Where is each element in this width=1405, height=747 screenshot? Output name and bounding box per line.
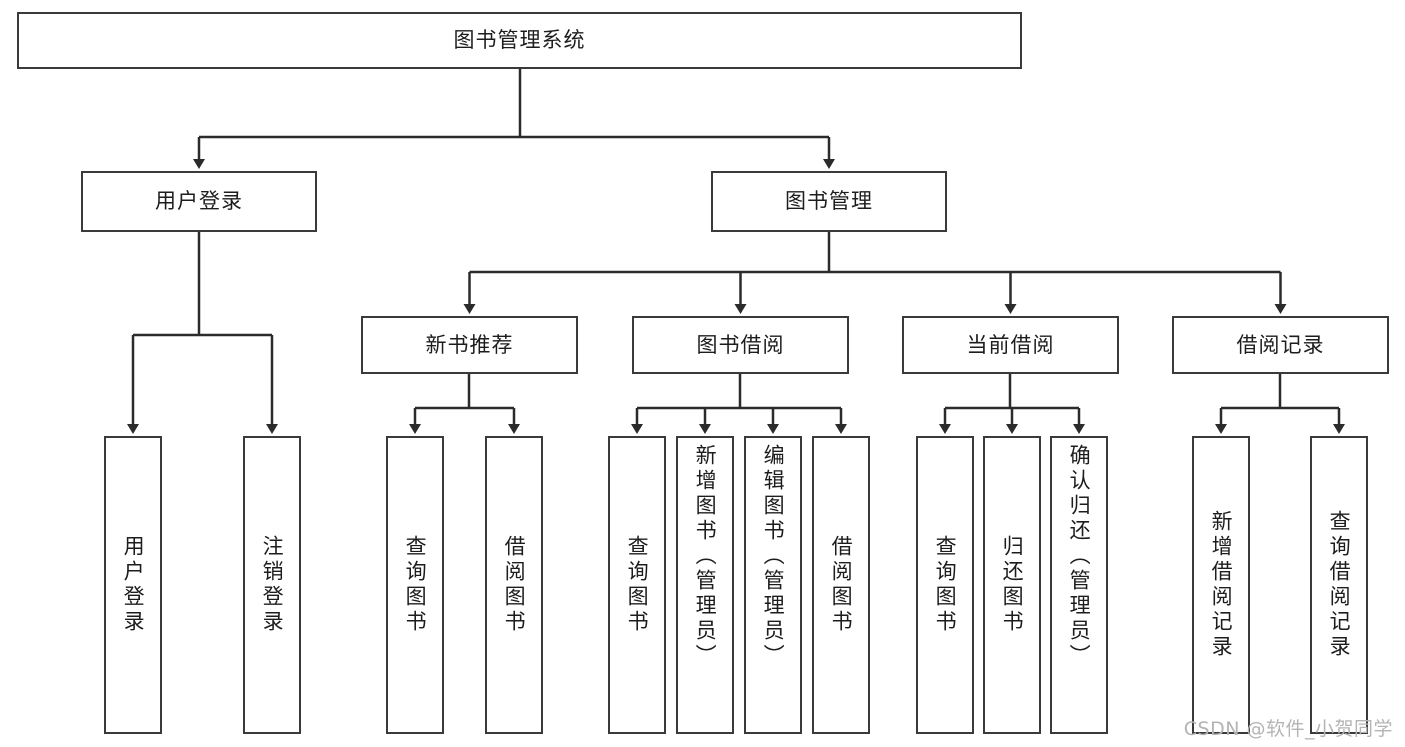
node-book-borrow[interactable]: 图书借阅	[632, 316, 849, 374]
node-label-leaf-borrow-book-2: 借阅图书	[829, 535, 854, 635]
node-leaf-borrow-book-2[interactable]: 借阅图书	[812, 436, 870, 734]
node-user-login[interactable]: 用户登录	[81, 171, 317, 232]
node-leaf-add-borrow-record[interactable]: 新增借阅记录	[1192, 436, 1250, 734]
node-leaf-query-book-1[interactable]: 查询图书	[386, 436, 444, 734]
node-label-leaf-return-book: 归还图书	[1000, 535, 1025, 635]
node-leaf-logout[interactable]: 注销登录	[243, 436, 301, 734]
node-leaf-return-book[interactable]: 归还图书	[983, 436, 1041, 734]
node-label-leaf-query-book-3: 查询图书	[933, 535, 958, 635]
node-borrow-record[interactable]: 借阅记录	[1172, 316, 1389, 374]
node-label-current-borrow: 当前借阅	[966, 332, 1055, 357]
node-book-manage[interactable]: 图书管理	[711, 171, 947, 232]
node-leaf-query-book-2[interactable]: 查询图书	[608, 436, 666, 734]
node-leaf-query-borrow-record[interactable]: 查询借阅记录	[1310, 436, 1368, 734]
node-label-leaf-query-book-1: 查询图书	[403, 535, 428, 635]
node-label-leaf-query-borrow-record: 查询借阅记录	[1327, 510, 1352, 660]
node-leaf-borrow-book-1[interactable]: 借阅图书	[485, 436, 543, 734]
node-root[interactable]: 图书管理系统	[17, 12, 1022, 69]
node-label-user-login: 用户登录	[155, 189, 243, 214]
node-leaf-query-book-3[interactable]: 查询图书	[916, 436, 974, 734]
node-leaf-add-book-admin[interactable]: 新增图书（管理员）	[676, 436, 734, 734]
node-leaf-edit-book-admin[interactable]: 编辑图书（管理员）	[744, 436, 802, 734]
watermark-text: CSDN @软件_小贺同学	[1183, 718, 1393, 740]
node-leaf-confirm-return[interactable]: 确认归还（管理员）	[1050, 436, 1108, 734]
node-label-leaf-borrow-book-1: 借阅图书	[502, 535, 527, 635]
node-label-book-borrow: 图书借阅	[696, 332, 785, 357]
node-label-leaf-add-book-admin: 新增图书（管理员）	[693, 444, 718, 669]
node-new-book-recommend[interactable]: 新书推荐	[361, 316, 578, 374]
node-label-new-book-recommend: 新书推荐	[425, 332, 514, 357]
node-label-root: 图书管理系统	[453, 28, 586, 53]
node-label-leaf-user-login: 用户登录	[121, 535, 146, 635]
node-label-book-manage: 图书管理	[785, 189, 873, 214]
node-label-leaf-logout: 注销登录	[260, 535, 285, 635]
node-label-leaf-confirm-return: 确认归还（管理员）	[1067, 444, 1092, 669]
node-label-borrow-record: 借阅记录	[1236, 332, 1325, 357]
node-current-borrow[interactable]: 当前借阅	[902, 316, 1119, 374]
node-label-leaf-edit-book-admin: 编辑图书（管理员）	[761, 444, 786, 669]
node-label-leaf-add-borrow-record: 新增借阅记录	[1209, 510, 1234, 660]
node-leaf-user-login[interactable]: 用户登录	[104, 436, 162, 734]
node-label-leaf-query-book-2: 查询图书	[625, 535, 650, 635]
